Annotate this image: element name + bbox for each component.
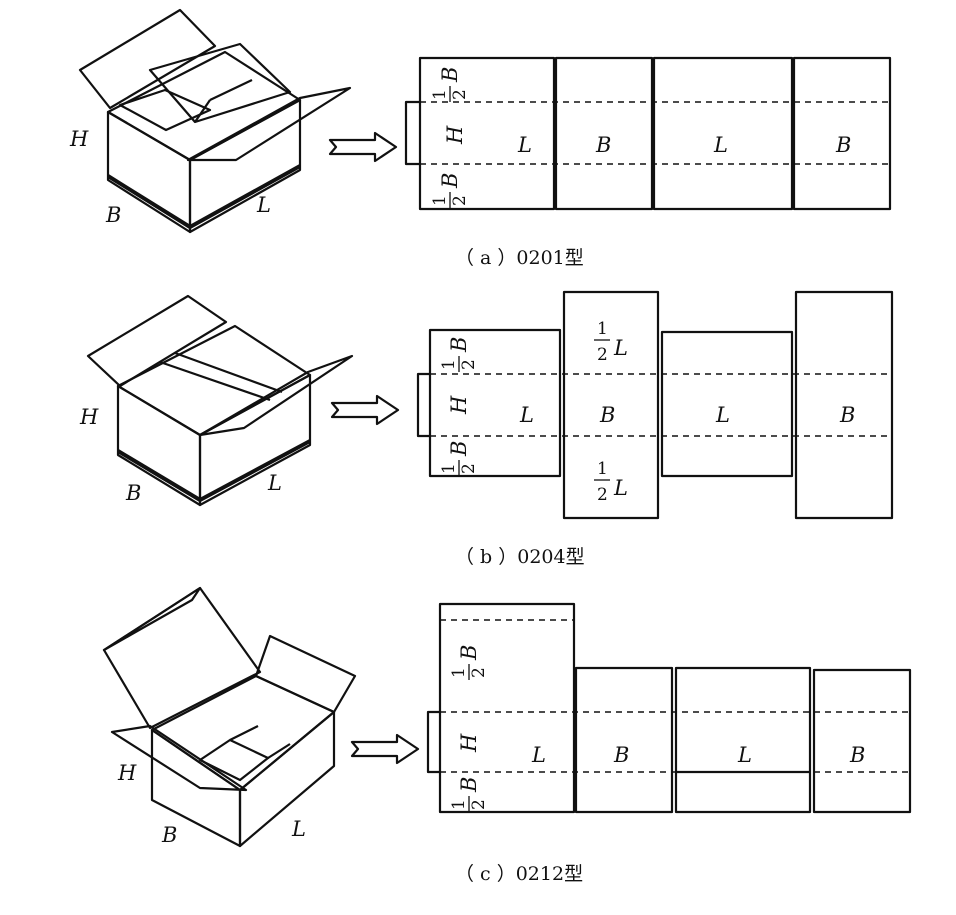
caption-c: （ c ）0212型: [455, 863, 583, 885]
svg-text:2: 2: [597, 485, 608, 505]
svg-text:2: 2: [459, 359, 479, 370]
net-c-label-l2: L: [737, 743, 752, 767]
svg-text:1: 1: [430, 89, 450, 100]
svg-text:B: B: [438, 67, 462, 83]
net-c-label-b2: B: [849, 743, 865, 767]
net-b-label-b1: B: [599, 403, 615, 427]
svg-text:H: H: [447, 395, 471, 415]
net-c: [426, 602, 912, 814]
net-a-half-b-top: 1 2 B: [430, 67, 470, 102]
box-b-drawing: [86, 294, 354, 507]
label-b-b: B: [125, 481, 141, 505]
double-arrow-right-icon: [350, 733, 420, 765]
net-c-label-l1: L: [531, 743, 546, 767]
svg-text:B: B: [438, 173, 462, 189]
net-a-label-l1: L: [517, 133, 532, 157]
net-b-half-b-bottom: 1 2 B: [439, 441, 479, 476]
svg-text:2: 2: [469, 799, 489, 810]
svg-text:B: B: [457, 777, 481, 793]
net-b-half-l-bottom: 1 2 L: [594, 459, 628, 505]
svg-text:2: 2: [450, 89, 470, 100]
box-a-drawing: [78, 8, 352, 234]
svg-text:B: B: [457, 645, 481, 661]
net-a-label-b1: B: [595, 133, 611, 157]
svg-text:2: 2: [459, 463, 479, 474]
label-b: B: [105, 203, 121, 227]
net-b-label-l1: L: [519, 403, 534, 427]
box-c-drawing: [102, 586, 357, 848]
label-b-c: B: [161, 823, 177, 847]
svg-text:B: B: [447, 337, 471, 353]
svg-text:L: L: [613, 476, 628, 500]
net-c-half-b-bottom: 1 2 B: [449, 777, 489, 812]
svg-text:1: 1: [597, 319, 608, 339]
label-h-c: H: [117, 761, 137, 785]
label-l: L: [256, 193, 271, 217]
svg-text:H: H: [443, 125, 467, 145]
net-a-label-h: H: [443, 125, 467, 145]
net-a: [404, 56, 892, 211]
svg-text:B: B: [447, 441, 471, 457]
caption-b: （ b ）0204型: [455, 546, 585, 568]
label-l-c: L: [291, 817, 306, 841]
svg-text:1: 1: [449, 799, 469, 810]
label-h-b: H: [79, 405, 99, 429]
net-a-label-b2: B: [835, 133, 851, 157]
net-b: [416, 290, 894, 520]
svg-text:1: 1: [430, 195, 450, 206]
double-arrow-right-icon: [330, 394, 400, 426]
svg-text:1: 1: [439, 463, 459, 474]
svg-text:2: 2: [597, 345, 608, 365]
net-b-half-l-top: 1 2 L: [594, 319, 628, 365]
net-c-label-h: H: [457, 733, 481, 753]
net-b-label-h: H: [447, 395, 471, 415]
label-l-b: L: [267, 471, 282, 495]
net-a-label-l2: L: [713, 133, 728, 157]
svg-text:2: 2: [450, 195, 470, 206]
net-b-half-b-top: 1 2 B: [439, 337, 479, 372]
svg-text:1: 1: [449, 667, 469, 678]
svg-text:1: 1: [597, 459, 608, 479]
figure-c: H B L L B L B H 1 2 B: [102, 586, 912, 885]
svg-text:1: 1: [439, 359, 459, 370]
figure-b: H B L L B L B H 1 2 B 1: [79, 290, 894, 568]
net-c-half-b-top: 1 2 B: [449, 645, 489, 680]
net-c-label-b1: B: [613, 743, 629, 767]
svg-text:2: 2: [469, 667, 489, 678]
net-a-half-b-bottom: 1 2 B: [430, 173, 470, 208]
svg-text:L: L: [613, 336, 628, 360]
double-arrow-right-icon: [328, 131, 398, 163]
label-h: H: [69, 127, 89, 151]
net-b-label-l2: L: [715, 403, 730, 427]
caption-a: （ a ）0201型: [455, 247, 584, 269]
svg-text:H: H: [457, 733, 481, 753]
net-b-label-b2: B: [839, 403, 855, 427]
figure-a: H B L L B L B H 1 2 B 1: [69, 8, 892, 269]
